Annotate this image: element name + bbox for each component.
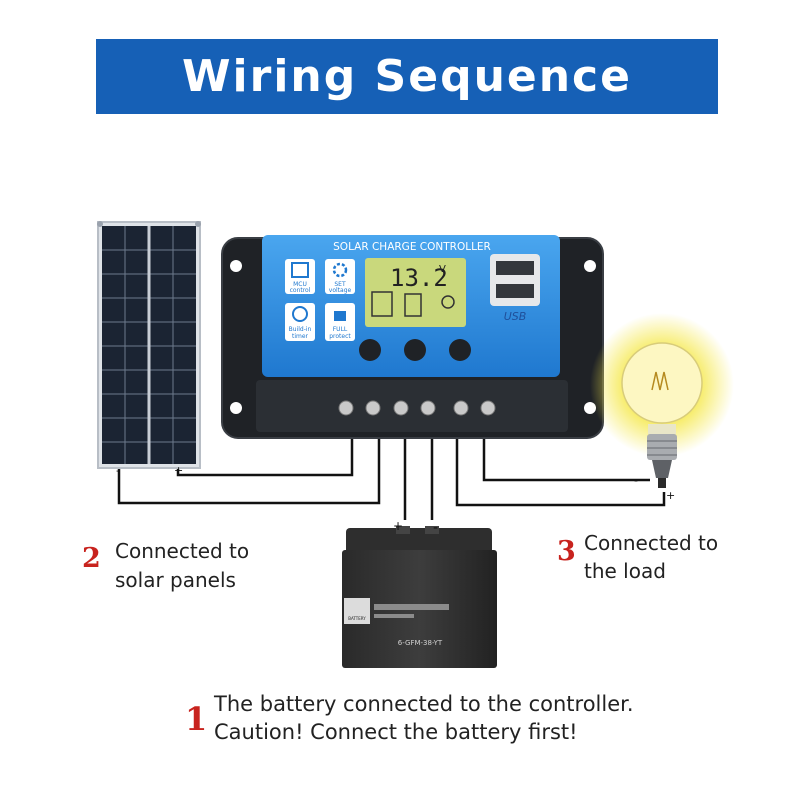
feature-timer-line2: timer <box>292 333 309 340</box>
step-2-number: 2 <box>82 543 101 574</box>
feature-timer-line1: Build-in <box>289 326 312 333</box>
bulb-plus-label: + <box>666 489 675 502</box>
feature-mcu-line2: control <box>290 287 311 294</box>
panel-plus-label: + <box>174 464 183 477</box>
step-2-line-1: Connected to <box>115 539 250 563</box>
lcd-value: 13.2 <box>390 264 448 292</box>
controller-label: SOLAR CHARGE CONTROLLER <box>333 241 491 253</box>
feature-set-line2: voltage <box>329 287 352 294</box>
light-bulb <box>590 313 734 488</box>
step-3-line-2: the load <box>584 559 666 583</box>
up-button[interactable] <box>404 339 426 361</box>
lock-icon <box>325 303 355 341</box>
bulb-minus-label: - <box>634 474 638 487</box>
title-banner: Wiring Sequence <box>96 39 718 114</box>
page-title: Wiring Sequence <box>182 51 632 102</box>
battery-model: 6-GFM-38-YT <box>398 639 443 647</box>
down-button[interactable] <box>449 339 471 361</box>
usb-label: USB <box>504 310 527 323</box>
battery-plus-label: + <box>393 519 403 533</box>
gear-icon <box>325 259 355 294</box>
step-3-line-1: Connected to <box>584 531 719 555</box>
battery-brand: BATTERY <box>348 616 366 621</box>
panel-minus-label: - <box>116 464 120 477</box>
step-1-line-1: The battery connected to the controller. <box>214 692 634 716</box>
feature-set-line1: SET <box>334 281 346 288</box>
charge-controller <box>221 235 604 439</box>
lcd-display <box>365 258 466 327</box>
feature-protect-line2: protect <box>329 333 351 340</box>
feature-protect-line1: FULL <box>333 326 348 333</box>
battery-minus-label: - <box>433 520 438 536</box>
battery <box>342 526 497 668</box>
menu-button[interactable] <box>359 339 381 361</box>
solar-panel <box>97 221 201 469</box>
step-2-line-2: solar panels <box>115 568 236 592</box>
step-1-line-2: Caution! Connect the battery first! <box>214 720 578 744</box>
lcd-unit: V <box>439 264 446 275</box>
step-3-number: 3 <box>557 536 576 567</box>
feature-mcu-line1: MCU <box>293 281 307 288</box>
step-1-number: 1 <box>185 700 208 738</box>
